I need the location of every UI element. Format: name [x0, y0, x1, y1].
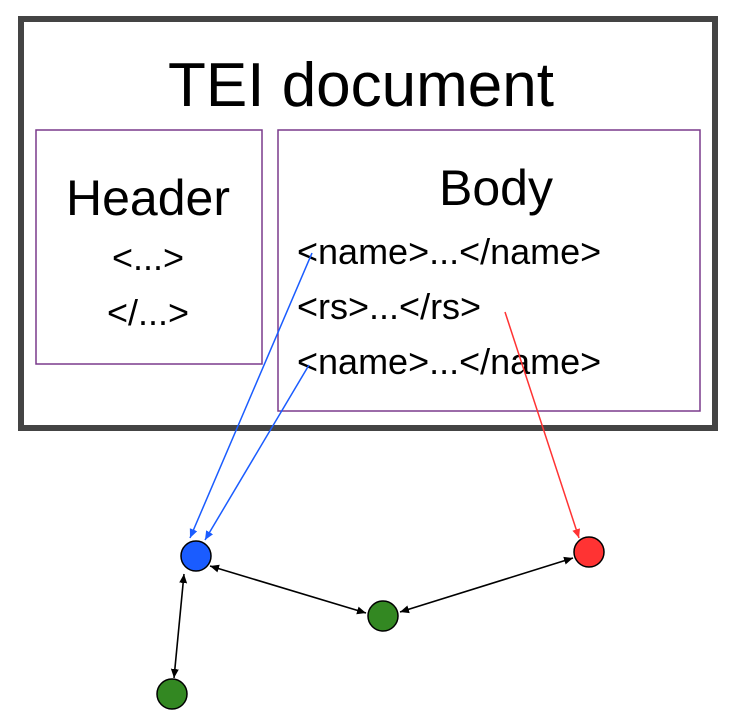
blue-node — [180, 540, 212, 572]
header-title: Header — [66, 170, 230, 226]
blue-arrow-from-name-1 — [189, 252, 313, 539]
connector-blue-green-bottom — [170, 573, 188, 679]
body-title: Body — [439, 160, 553, 216]
connector-blue-green-middle — [209, 564, 367, 615]
red-node — [573, 536, 605, 568]
green-middle-node — [367, 600, 399, 632]
blue-arrow-from-name-2 — [204, 364, 310, 541]
header-open-tag: <...> — [112, 237, 184, 278]
green-bottom-node — [156, 678, 188, 710]
tei-document-frame — [18, 16, 718, 431]
header-box — [35, 129, 263, 365]
body-name-tag-2: <name>...</name> — [297, 341, 601, 382]
header-close-tag: </...> — [107, 292, 189, 333]
connector-green-middle-red — [399, 556, 574, 614]
document-title: TEI document — [168, 51, 554, 120]
body-rs-tag: <rs>...</rs> — [297, 286, 481, 327]
body-name-tag-1: <name>...</name> — [297, 231, 601, 272]
red-arrow-from-rs — [504, 311, 581, 539]
body-box — [277, 129, 701, 412]
